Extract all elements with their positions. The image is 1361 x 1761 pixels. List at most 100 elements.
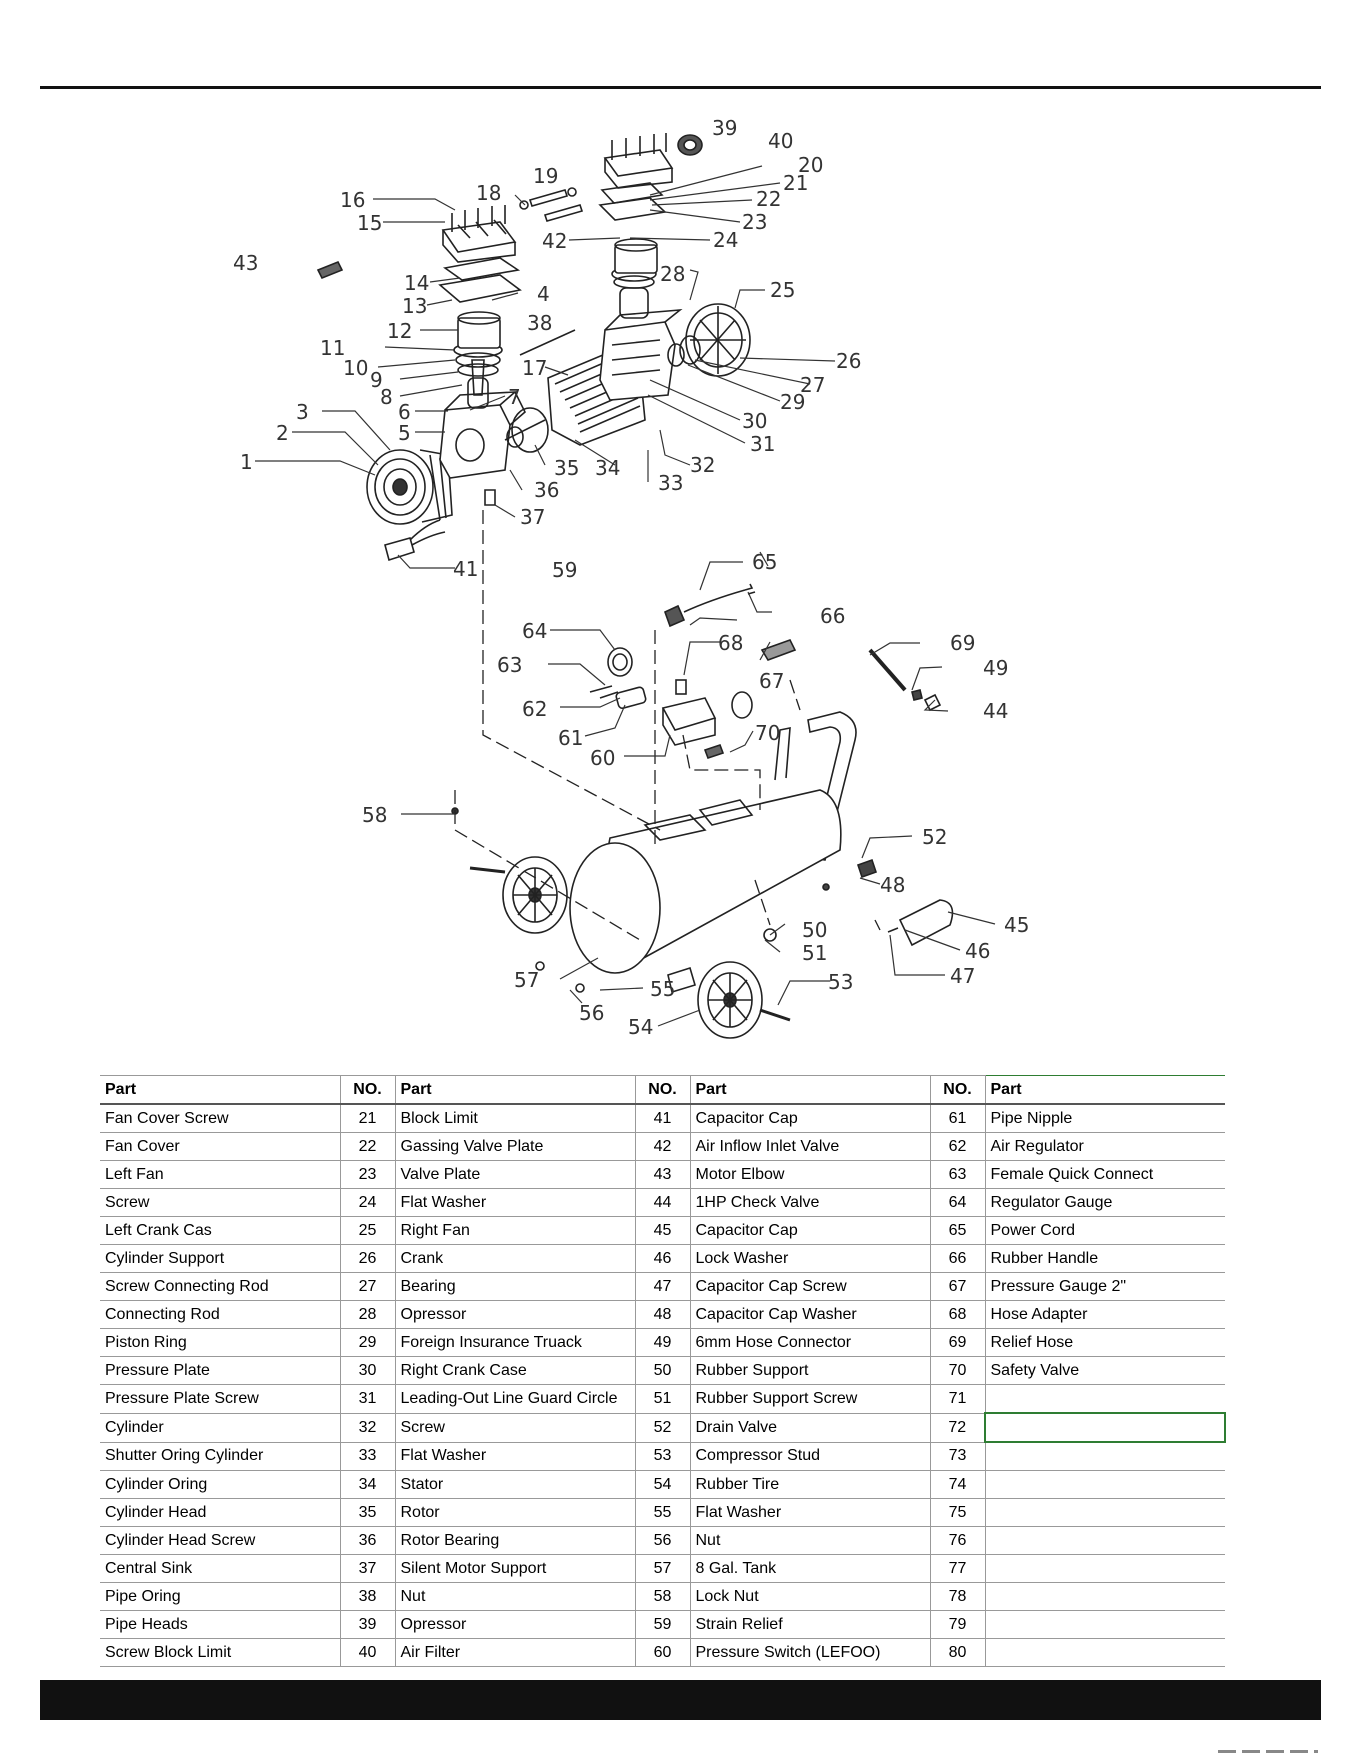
- part-name-cell: Capacitor Cap: [689, 1216, 931, 1245]
- callout-24: 24: [713, 228, 738, 252]
- right-fan: [667, 303, 751, 377]
- flat-washer: [535, 961, 545, 971]
- part-name-cell[interactable]: [984, 1384, 1225, 1414]
- part-name-cell[interactable]: [984, 1610, 1225, 1639]
- callout-37: 37: [520, 505, 545, 529]
- callout-63: 63: [497, 653, 522, 677]
- connecting-pipes: [519, 187, 584, 222]
- callout-29: 29: [780, 390, 805, 414]
- callout-58: 58: [362, 803, 387, 827]
- part-number-cell: 28: [339, 1300, 396, 1329]
- callout-48: 48: [880, 873, 905, 897]
- part-name-cell: Opressor: [394, 1610, 636, 1639]
- part-name-cell: Cylinder Head: [100, 1498, 341, 1527]
- part-name-cell: Left Fan: [100, 1160, 341, 1189]
- part-number-cell: 29: [339, 1328, 396, 1357]
- part-name-cell[interactable]: [984, 1441, 1225, 1471]
- part-name-cell: 1HP Check Valve: [689, 1188, 931, 1217]
- part-name-cell[interactable]: Pressure Gauge 2": [984, 1272, 1225, 1301]
- part-number-cell: 54: [634, 1470, 691, 1499]
- callout-25: 25: [770, 278, 795, 302]
- callout-16: 16: [340, 188, 365, 212]
- part-number-cell: 38: [339, 1582, 396, 1611]
- callout-43: 43: [233, 251, 258, 275]
- callout-35: 35: [554, 456, 579, 480]
- callout-60: 60: [590, 746, 615, 770]
- part-name-cell: Foreign Insurance Truack: [394, 1328, 636, 1357]
- part-number-cell: 79: [929, 1610, 986, 1639]
- part-name-cell[interactable]: Hose Adapter: [984, 1300, 1225, 1329]
- part-number-cell: 21: [339, 1103, 396, 1133]
- part-number-cell: 60: [634, 1638, 691, 1667]
- part-name-cell[interactable]: Relief Hose: [984, 1328, 1225, 1357]
- column-header-no: NO.: [929, 1075, 986, 1105]
- exploded-parts-diagram: 1 2 3 4 5 6 7 8 9 10 11 12 13 14 15 16 1…: [233, 116, 1029, 1039]
- pipe-oring: [519, 329, 576, 356]
- rubber-support: [763, 928, 777, 942]
- callout-47: 47: [950, 964, 975, 988]
- callout-labels: 1 2 3 4 5 6 7 8 9 10 11 12 13 14 15 16 1…: [233, 116, 1029, 1039]
- part-name-cell[interactable]: Safety Valve: [984, 1356, 1225, 1385]
- part-number-cell: 44: [634, 1188, 691, 1217]
- part-number-cell: 73: [929, 1441, 986, 1471]
- part-number-cell: 77: [929, 1554, 986, 1583]
- part-name-cell[interactable]: Regulator Gauge: [984, 1188, 1225, 1217]
- left-fan-cover: [366, 449, 453, 525]
- column-header-part: Part: [394, 1075, 636, 1105]
- callout-26: 26: [836, 349, 861, 373]
- part-name-cell: Leading-Out Line Guard Circle: [394, 1384, 636, 1414]
- part-name-cell: Nut: [394, 1582, 636, 1611]
- part-name-cell[interactable]: [984, 1554, 1225, 1583]
- callout-27: 27: [800, 373, 825, 397]
- part-name-cell: Capacitor Cap: [689, 1103, 931, 1133]
- left-cylinder-stack: [438, 257, 522, 377]
- callout-34: 34: [595, 456, 620, 480]
- callout-18: 18: [476, 181, 501, 205]
- part-name-cell[interactable]: [984, 1582, 1225, 1611]
- part-number-cell: 72: [929, 1412, 986, 1443]
- part-name-cell[interactable]: [984, 1470, 1225, 1499]
- footer-corner-mark: [1218, 1750, 1318, 1753]
- assembly-dashed-lines: [454, 510, 881, 941]
- part-name-cell: Rubber Support: [689, 1356, 931, 1385]
- part-number-cell: 45: [634, 1216, 691, 1245]
- part-name-cell: Cylinder Head Screw: [100, 1526, 341, 1555]
- part-name-cell[interactable]: [984, 1526, 1225, 1555]
- part-number-cell: 42: [634, 1132, 691, 1161]
- part-number-cell: 61: [929, 1103, 986, 1133]
- part-name-cell[interactable]: [984, 1638, 1225, 1667]
- part-name-cell[interactable]: [984, 1498, 1225, 1527]
- part-number-cell: 25: [339, 1216, 396, 1245]
- part-name-cell[interactable]: Pipe Nipple: [984, 1103, 1225, 1133]
- callout-42: 42: [542, 229, 567, 253]
- part-number-cell: 55: [634, 1498, 691, 1527]
- column-header-no: NO.: [634, 1075, 691, 1105]
- callout-31: 31: [750, 432, 775, 456]
- part-name-cell: Compressor Stud: [689, 1441, 931, 1471]
- part-name-cell[interactable]: Power Cord: [984, 1216, 1225, 1245]
- part-name-cell: Cylinder Support: [100, 1244, 341, 1273]
- part-name-cell[interactable]: Air Regulator: [984, 1132, 1225, 1161]
- part-name-cell: Right Fan: [394, 1216, 636, 1245]
- part-number-cell: 64: [929, 1188, 986, 1217]
- part-number-cell: 24: [339, 1188, 396, 1217]
- part-name-cell[interactable]: Female Quick Connect: [984, 1160, 1225, 1189]
- part-name-cell[interactable]: Rubber Handle: [984, 1244, 1225, 1273]
- callout-52: 52: [922, 825, 947, 849]
- part-name-cell[interactable]: [984, 1412, 1226, 1443]
- part-number-cell: 22: [339, 1132, 396, 1161]
- part-number-cell: 30: [339, 1356, 396, 1385]
- part-number-cell: 37: [339, 1554, 396, 1583]
- part-number-cell: 53: [634, 1441, 691, 1471]
- part-number-cell: 62: [929, 1132, 986, 1161]
